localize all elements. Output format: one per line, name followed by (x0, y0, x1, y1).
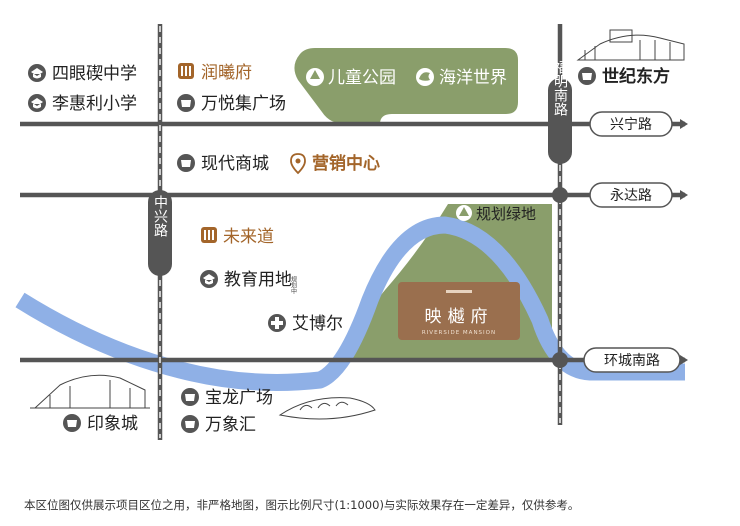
poi-label-sales-center: 营销中心 (312, 153, 380, 174)
river (15, 216, 685, 391)
poi-label-wanyue-plaza: 万悦集广场 (201, 94, 286, 114)
road-label-fuming: 福明南路 (548, 60, 572, 164)
poi-label-ocean-world: 海洋世界 (439, 68, 507, 88)
poi-label-wanxiang-hui: 万象汇 (205, 415, 256, 435)
poi-ocean-world: 海洋世界 (416, 68, 507, 88)
shopping-bag-icon (582, 73, 592, 80)
svg-text:福明南路: 福明南路 (552, 60, 568, 116)
dolphin-icon (419, 72, 430, 81)
poi-children-park: 儿童公园 (306, 68, 396, 88)
road-label-zhongxing: 中兴路 (148, 190, 172, 276)
building-sketch-icon (30, 374, 150, 409)
poi-weilai-dao: 未来道 (201, 227, 274, 247)
project-subtitle: RIVERSIDE MANSION (422, 330, 496, 336)
poi-label-runxi-fu: 润曦府 (201, 63, 252, 83)
poi-label-yinxiang-city: 印象城 (87, 414, 138, 434)
road-name-huancheng-south: 环城南路 (604, 353, 660, 369)
road-name-zhongxing: 中兴路 (152, 195, 168, 237)
school-icon (203, 274, 215, 285)
poi-note-education: 规划中 (290, 275, 297, 295)
road-label-yongda: 永达路 (589, 182, 673, 208)
location-pin-icon (290, 153, 306, 175)
poi-label-planned-green: 规划绿地 (476, 205, 536, 223)
shopping-bag-icon (181, 160, 191, 167)
stadium-sketch-icon (278, 397, 376, 420)
road-name-fuming: 福明南路 (552, 60, 568, 116)
building-sketch-icon (576, 29, 685, 61)
poi-baolong-plaza: 宝龙广场 (181, 388, 273, 408)
poi-label-weilai-dao: 未来道 (223, 227, 274, 247)
poi-education-land: 教育用地 规划中 (200, 270, 297, 295)
road-label-xingning: 兴宁路 (589, 111, 673, 137)
disclaimer: 本区位图仅供展示项目区位之用，非严格地图，图示比例尺寸(1:1000)与实际效果… (24, 498, 580, 512)
poi-sales-center: 营销中心 (290, 153, 380, 175)
school-icon (31, 98, 43, 109)
road-name-xingning: 兴宁路 (610, 116, 652, 133)
poi-siyanqi-school: 四眼碶中学 (28, 64, 137, 84)
shopping-bag-icon (181, 100, 191, 107)
shopping-bag-icon (67, 420, 77, 427)
tree-icon (459, 207, 469, 216)
poi-label-lihuili-school: 李惠利小学 (52, 94, 137, 114)
poi-wanxiang-hui: 万象汇 (181, 415, 256, 435)
poi-label-aiboer: 艾博尔 (292, 314, 343, 334)
svg-text:中兴路: 中兴路 (152, 195, 168, 237)
poi-runxi-fu: 润曦府 (178, 63, 252, 83)
poi-aiboer: 艾博尔 (268, 314, 343, 334)
school-icon (31, 68, 43, 79)
shopping-bag-icon (185, 394, 195, 401)
poi-planned-green: 规划绿地 (456, 205, 536, 223)
road-name-yongda: 永达路 (610, 188, 652, 204)
poi-label-siyanqi-school: 四眼碶中学 (52, 64, 137, 84)
poi-label-children-park: 儿童公园 (328, 68, 396, 88)
tree-icon (310, 70, 320, 79)
project-name: 映樾府 (425, 307, 494, 327)
project-marker: 映樾府 RIVERSIDE MANSION (398, 282, 520, 340)
poi-label-education-land: 教育用地 (224, 270, 292, 290)
poi-xiandai-mall: 现代商城 (177, 154, 269, 174)
medical-cross-icon (271, 317, 283, 329)
poi-wanyue-plaza: 万悦集广场 (177, 94, 286, 114)
poi-yinxiang-city: 印象城 (30, 374, 150, 434)
poi-label-shiji-dongfang: 世纪东方 (602, 66, 670, 87)
shopping-bag-icon (185, 421, 195, 428)
road-label-huancheng: 环城南路 (583, 347, 681, 373)
poi-lihuili-school: 李惠利小学 (28, 94, 137, 114)
poi-label-xiandai-mall: 现代商城 (201, 154, 269, 174)
children-park-area (294, 48, 518, 124)
poi-label-baolong-plaza: 宝龙广场 (205, 388, 273, 408)
poi-shiji-dongfang: 世纪东方 (576, 29, 685, 87)
